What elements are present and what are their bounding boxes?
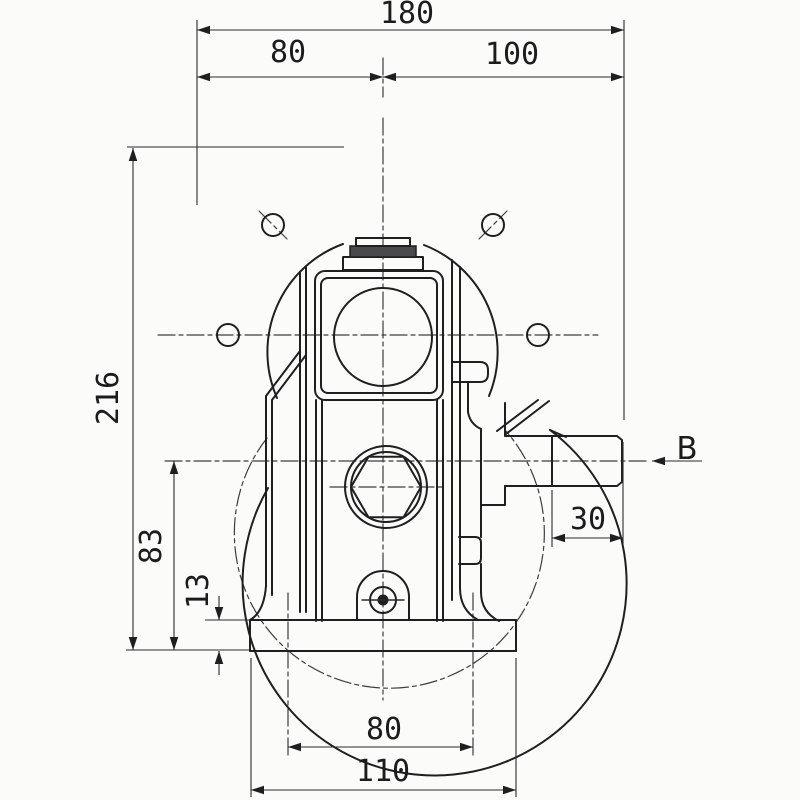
left-side-cover — [249, 266, 323, 622]
cap-knurled-band — [349, 245, 417, 258]
dimension-labels: 180 80 100 216 83 13 30 80 110 B — [91, 0, 698, 789]
bolt-hole-tick-top-left — [258, 210, 288, 240]
dimension-arrowheads — [128, 25, 665, 795]
boss-fillet — [467, 411, 482, 430]
input-shaft — [504, 435, 623, 487]
bolt-hole-tick-top-right — [478, 210, 508, 240]
hex-socket-plug — [344, 445, 428, 529]
view-direction-label: B — [676, 431, 697, 467]
mounting-flange — [216, 213, 628, 777]
plug-outer-circle — [344, 445, 428, 529]
ear-outline — [356, 570, 410, 621]
cap-top-band — [355, 237, 411, 247]
left-chamfer-outer — [265, 350, 301, 397]
input-shaft-boss — [480, 399, 550, 506]
right-base-fillet-outer — [480, 591, 500, 622]
center-lines — [157, 57, 649, 758]
dim-overall-height-label: 216 — [91, 371, 126, 425]
bolt-hole-top-right — [481, 213, 505, 237]
dim-axis-to-shaft-label: 100 — [485, 37, 539, 72]
right-side-cover — [436, 259, 500, 622]
dim-base-width-label: 110 — [356, 754, 410, 789]
dimension-lines — [126, 20, 702, 797]
bolt-hole-top-left — [261, 213, 285, 237]
dim-shaft-extension-label: 30 — [570, 502, 606, 537]
shaft-outline — [504, 435, 623, 487]
housing-front-plate-inner — [320, 277, 438, 394]
dim-axis-to-left-label: 80 — [270, 35, 306, 70]
dim-overall-width-label: 180 — [380, 0, 434, 31]
dim-foot-hole-span-label: 80 — [366, 712, 402, 747]
dim-axis-height-label: 83 — [134, 528, 169, 564]
lower-clamp-tab — [458, 536, 482, 565]
left-chamfer-inner — [271, 354, 307, 401]
hex-socket — [350, 455, 422, 519]
left-base-fillet — [249, 585, 267, 621]
boss-web-outer — [505, 400, 550, 435]
bolt-hole-left — [216, 323, 240, 347]
front-mounting-ear — [356, 570, 410, 621]
housing-bell-arc-right — [423, 244, 499, 397]
boss-web-inner — [496, 399, 539, 432]
breather-cap — [342, 237, 424, 271]
dim-base-height-label: 13 — [181, 573, 216, 609]
base-plate — [249, 619, 517, 652]
bolt-hole-right — [526, 323, 550, 347]
upper-clamp-tab — [452, 361, 489, 383]
output-bore-circle — [333, 287, 433, 387]
housing-bell-arc-left — [266, 243, 344, 399]
right-base-fillet-inner — [459, 587, 479, 621]
bolt-circle — [233, 429, 545, 689]
